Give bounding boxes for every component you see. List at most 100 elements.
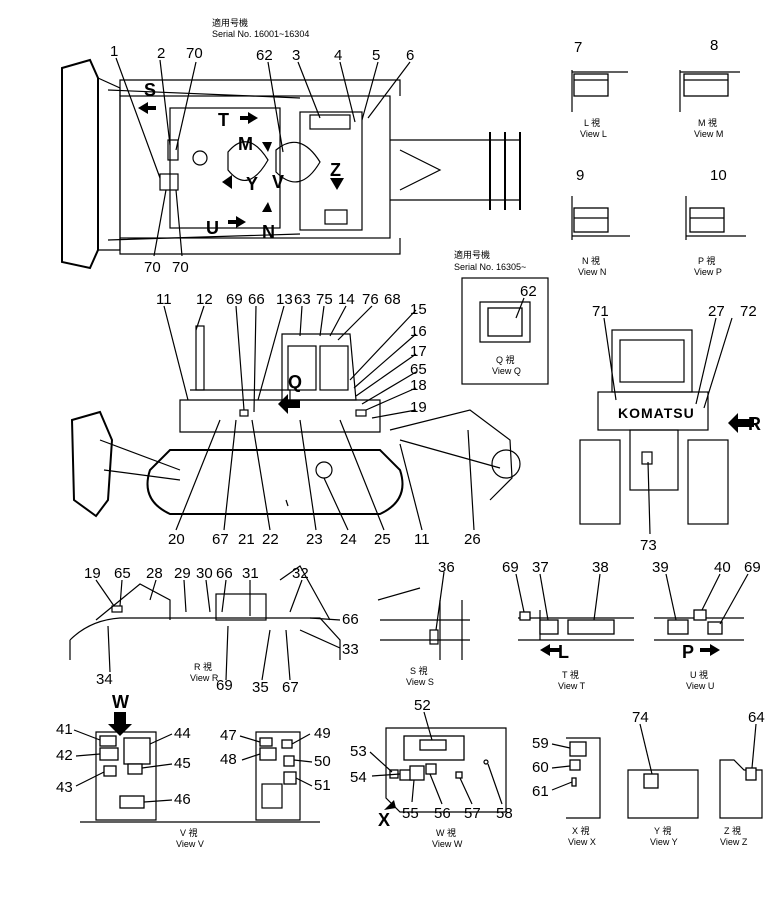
decal-50 xyxy=(283,755,295,767)
caption-m-en: View M xyxy=(694,129,723,139)
arrow-y-icon xyxy=(222,175,232,189)
callout-73: 73 xyxy=(640,537,657,554)
callout-45: 45 xyxy=(174,755,191,772)
callout-38: 38 xyxy=(592,559,609,576)
view-n-decal xyxy=(573,207,609,233)
callout-32: 32 xyxy=(292,565,309,582)
callout-27: 27 xyxy=(708,303,725,320)
caption-l-en: View L xyxy=(580,129,607,139)
callout-52: 52 xyxy=(414,697,431,714)
fuel-tank-shape xyxy=(227,141,269,181)
decal-47 xyxy=(259,737,273,747)
callout-33: 33 xyxy=(342,641,359,658)
push-arm-lines xyxy=(107,89,301,241)
callout-64: 64 xyxy=(748,709,765,726)
callout-35: 35 xyxy=(252,679,269,696)
decal-59 xyxy=(569,741,587,757)
view-p-decal xyxy=(689,207,725,233)
view-q-window xyxy=(479,301,531,343)
callout-4: 4 xyxy=(334,47,342,64)
arrow-w-icon xyxy=(108,712,132,736)
caption-u-en: View U xyxy=(686,681,714,691)
decal-64 xyxy=(745,767,757,781)
callout-29: 29 xyxy=(174,565,191,582)
arrow-l-icon xyxy=(540,644,560,656)
callout-48: 48 xyxy=(220,751,237,768)
callout-3: 3 xyxy=(292,47,300,64)
callout-53: 53 xyxy=(350,743,367,760)
callout-34: 34 xyxy=(96,671,113,688)
caption-v-jp: V 視 xyxy=(180,827,198,838)
decal-55 xyxy=(409,765,425,781)
decal-39 xyxy=(667,619,689,635)
decal-42 xyxy=(99,747,119,761)
view-s-frame xyxy=(377,587,470,660)
view-l-detail: 7 L 視 View L xyxy=(571,39,628,139)
callout-12: 12 xyxy=(196,291,213,308)
decal-40 xyxy=(693,609,707,621)
caption-w-en: View W xyxy=(432,839,463,849)
decal-58 xyxy=(483,759,489,765)
view-v-left-panel xyxy=(95,731,157,821)
callout-18: 18 xyxy=(410,377,427,394)
callout-66-r2: 66 xyxy=(342,611,359,628)
decal-57 xyxy=(455,771,463,779)
callout-47: 47 xyxy=(220,727,237,744)
callout-60: 60 xyxy=(532,759,549,776)
callout-44: 44 xyxy=(174,725,191,742)
arrow-q-icon xyxy=(278,394,300,414)
callout-70-bl: 70 xyxy=(144,259,161,276)
decal-69-u xyxy=(707,621,723,635)
view-letter-t: T xyxy=(218,110,229,130)
decal-61 xyxy=(571,777,577,787)
side-sprocket xyxy=(315,461,333,479)
view-y-leader xyxy=(639,723,653,775)
arrow-z-icon xyxy=(330,178,344,190)
view-letter-y: Y xyxy=(246,174,258,194)
callout-6: 6 xyxy=(406,47,414,64)
komatsu-logo: KOMATSU xyxy=(618,405,695,421)
exhaust-pipe xyxy=(195,325,205,391)
arrow-r-icon xyxy=(728,413,754,433)
callout-9: 9 xyxy=(576,167,584,184)
decal-49 xyxy=(281,739,293,749)
decal-43 xyxy=(103,765,117,777)
caption-r-jp: R 視 xyxy=(194,661,212,672)
arrow-m-icon xyxy=(262,142,272,152)
caption-x-en: View X xyxy=(568,837,596,847)
callout-15: 15 xyxy=(410,301,427,318)
view-x-frame xyxy=(566,737,601,819)
callout-2: 2 xyxy=(157,45,165,62)
callout-70-top: 70 xyxy=(186,45,203,62)
hydraulic-tank-shape xyxy=(275,141,321,183)
decal-51 xyxy=(283,771,297,785)
caption-u-jp: U 視 xyxy=(690,669,708,680)
view-y-frame xyxy=(627,769,699,819)
view-n-detail: 9 N 視 View N xyxy=(571,167,630,277)
callout-67-side: 67 xyxy=(212,531,229,548)
callout-67-r: 67 xyxy=(282,679,299,696)
top-plan-view: S T M Y V Z U N 適用号機 Serial No. 16001~16… xyxy=(61,17,521,276)
callout-74: 74 xyxy=(632,709,649,726)
view-r-arm xyxy=(279,565,331,621)
side-lower-leaders xyxy=(175,419,475,531)
caption-r-en: View R xyxy=(190,673,219,683)
decal-52 xyxy=(419,739,447,751)
view-letter-s: S xyxy=(144,80,156,100)
callout-65-side: 65 xyxy=(410,361,427,378)
callout-76: 76 xyxy=(362,291,379,308)
decal-1 xyxy=(159,173,179,191)
decal-65-r xyxy=(111,605,123,613)
decal-44 xyxy=(123,737,151,765)
side-upper-leaders xyxy=(163,305,417,419)
view-n-frame xyxy=(571,196,630,240)
side-ripper xyxy=(389,409,513,501)
view-letter-m: M xyxy=(238,134,253,154)
caption-l-jp: L 視 xyxy=(584,117,600,128)
view-v-leaders xyxy=(73,729,313,803)
view-m-decal xyxy=(683,73,729,97)
decal-45 xyxy=(127,763,143,775)
cab-top xyxy=(299,111,363,231)
serial-note-mid: Serial No. 16305~ xyxy=(454,262,526,272)
decal-56 xyxy=(425,763,437,775)
